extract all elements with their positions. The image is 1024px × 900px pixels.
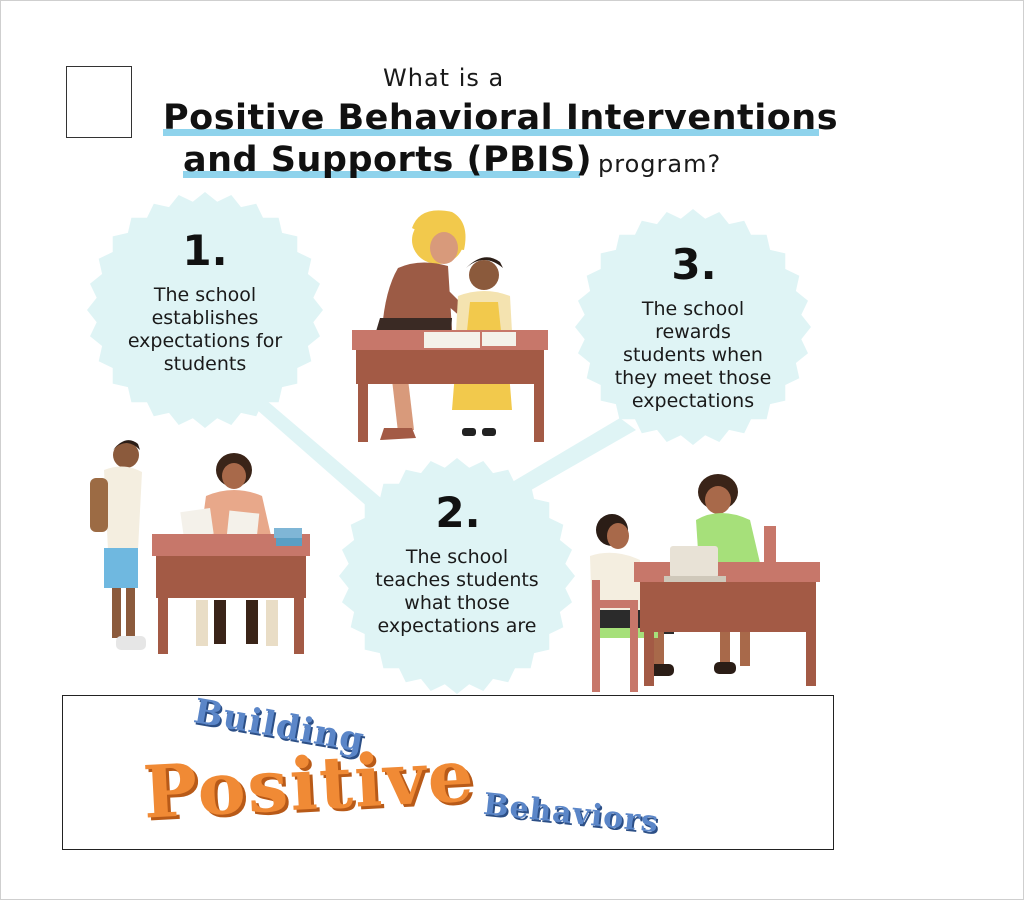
building-positive-behaviors-banner: Building Positive Behaviors <box>62 695 834 850</box>
step-3-text: The school rewards students when they me… <box>614 298 772 412</box>
step-2-badge <box>339 458 575 694</box>
step-3-badge <box>575 209 811 445</box>
step-3-number: 3. <box>671 240 717 289</box>
teacher-student-illustration <box>352 210 548 442</box>
title-line-3-rest: program? <box>598 150 722 178</box>
student-desk-illustration <box>90 440 310 654</box>
banner-word-positive: Positive <box>141 732 478 835</box>
title-line-2: Positive Behavioral Interventions <box>163 98 839 138</box>
step-1-text: The school establishes expectations for … <box>127 284 283 375</box>
step-2-number: 2. <box>435 488 481 537</box>
title-highlight-2 <box>183 171 580 178</box>
title-line-3: and Supports (PBIS) <box>183 140 593 180</box>
step-2-text: The school teaches students what those e… <box>375 546 539 637</box>
laptop-desk-illustration <box>590 474 820 692</box>
checkbox[interactable] <box>66 66 132 138</box>
step-1-number: 1. <box>182 226 228 275</box>
step-1-badge <box>87 192 323 428</box>
title-highlight-1 <box>163 129 819 136</box>
connector-left <box>248 400 395 516</box>
connector-right <box>492 418 636 505</box>
banner-word-behaviors: Behaviors <box>481 786 661 841</box>
title-line-1: What is a <box>383 64 505 92</box>
